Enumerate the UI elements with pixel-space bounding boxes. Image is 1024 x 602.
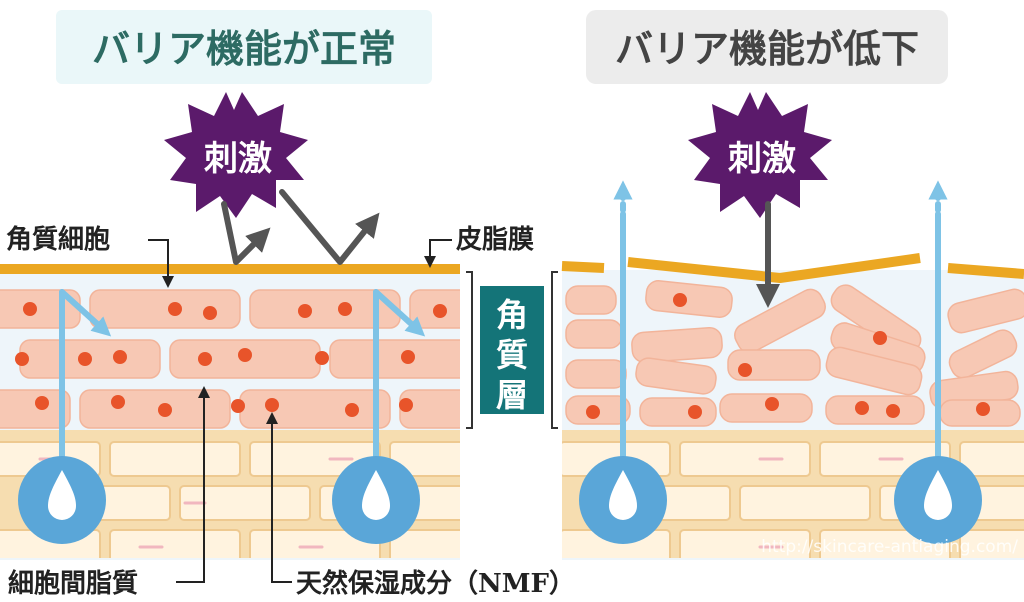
left-title: バリア機能が正常: [92, 26, 396, 71]
stratum-corneum-char-2: 質: [496, 336, 528, 374]
label-intercellular-lipid: 細胞間脂質: [8, 568, 138, 599]
pointer-nmf: [266, 412, 292, 583]
left-water-paths: [59, 289, 426, 465]
pointer-sebum-film: [424, 239, 452, 268]
label-sebum-film: 皮脂膜: [456, 225, 534, 255]
label-corneocyte: 角質細胞: [6, 224, 110, 255]
right-water-droplet-1: [579, 456, 667, 544]
right-sebum-film: [561, 253, 1024, 283]
stratum-corneum-label: 角 質 層: [466, 271, 558, 429]
right-water-droplet-2: [894, 456, 982, 544]
watermark: http://skincare-antiaging.com/: [761, 537, 1018, 557]
right-water-paths: [613, 180, 948, 465]
right-stimulus-burst: 刺激: [688, 92, 832, 218]
left-stimulus-burst: 刺激: [164, 92, 308, 218]
pointer-intercellular-lipid: [176, 386, 210, 583]
left-nmf-nuclei: [15, 302, 447, 417]
stratum-corneum-char-1: 角: [496, 296, 528, 334]
right-title-box: バリア機能が低下: [586, 10, 948, 84]
left-stimulus-bounce-arrows: [221, 189, 380, 265]
left-water-droplet-1: [18, 456, 106, 544]
right-stimulus-label: 刺激: [728, 139, 796, 179]
right-title: バリア機能が低下: [615, 26, 919, 71]
left-title-box: バリア機能が正常: [56, 10, 432, 84]
left-stimulus-label: 刺激: [204, 139, 272, 179]
left-skin-cross-section: 刺激 角質細胞 皮脂膜 細胞間脂質 天然保湿成分（NMF）: [0, 92, 575, 599]
right-skin-cross-section: 刺激 http://skincare-antiaging.com/: [561, 92, 1024, 560]
stratum-corneum-char-3: 層: [496, 376, 528, 414]
pointer-corneocyte: [148, 239, 174, 288]
left-sebum-film: [0, 264, 460, 274]
label-nmf: 天然保湿成分（NMF）: [296, 568, 575, 599]
left-water-droplet-2: [332, 456, 420, 544]
right-nmf-nuclei: [586, 293, 990, 419]
